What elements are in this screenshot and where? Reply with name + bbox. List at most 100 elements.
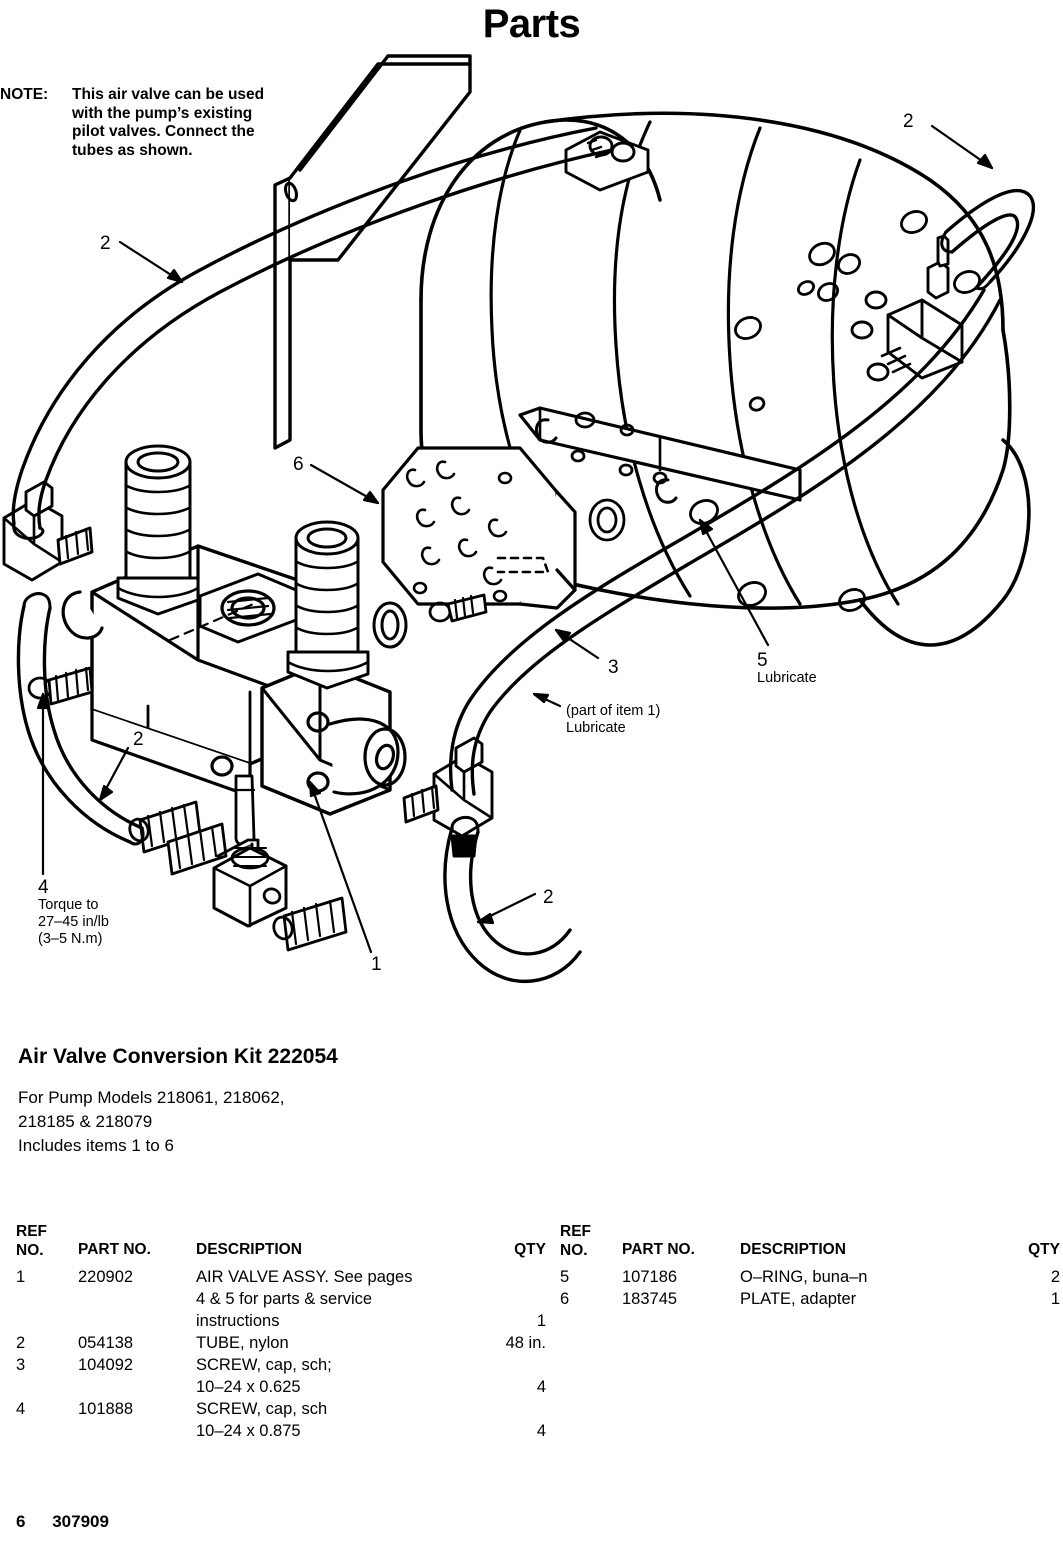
callout-2-upper-left: 2 — [100, 234, 111, 253]
table-row: 3 104092 SCREW, cap, sch; 10–24 x 0.625 … — [16, 1354, 546, 1398]
header-description: DESCRIPTION — [740, 1241, 846, 1258]
cell-qty: 48 in. — [505, 1334, 546, 1352]
table-row: 5 107186 O–RING, buna–n 2 — [560, 1266, 1060, 1288]
footer-document-number: 307909 — [52, 1512, 109, 1531]
parts-table-left-rows: 1 220902 AIR VALVE ASSY. See pages 4 & 5… — [16, 1266, 546, 1442]
cell-ref: 4 — [16, 1400, 26, 1418]
note-label: NOTE: — [0, 86, 49, 103]
cap-screw-item-3 — [428, 593, 488, 623]
cell-ref: 6 — [560, 1290, 570, 1308]
header-description: DESCRIPTION — [196, 1241, 302, 1258]
callout-part-of-item-1-lubricate-note: Lubricate — [566, 720, 626, 736]
cell-qty: 1 — [1050, 1290, 1060, 1308]
cell-ref: 5 — [560, 1268, 570, 1286]
cell-description-line: 10–24 x 0.875 — [196, 1422, 301, 1440]
exploded-view-illustration — [2, 54, 1036, 984]
callout-5-lubricate-note: Lubricate — [757, 670, 817, 686]
cell-description-line: SCREW, cap, sch — [196, 1400, 328, 1418]
callout-leader-lines — [36, 124, 994, 954]
kit-models-line-2: 218185 & 218079 — [18, 1112, 153, 1131]
motor-pilot-valve-fitting — [850, 234, 964, 382]
callout-number: 1 — [371, 954, 382, 975]
parts-table-left: REF NO. PART NO. DESCRIPTION QTY 1 22090… — [16, 1222, 546, 1442]
table-row: 6 183745 PLATE, adapter 1 — [560, 1288, 1060, 1310]
cell-ref: 3 — [16, 1356, 26, 1374]
cell-description-line: TUBE, nylon — [196, 1334, 289, 1352]
callout-number: 2 — [100, 233, 111, 254]
motor-top-fitting — [564, 130, 650, 192]
callout-2-mid-left: 2 — [133, 730, 144, 749]
cell-part-no: 104092 — [78, 1356, 134, 1374]
footer-page-number: 6 — [16, 1512, 26, 1531]
table-row: 2 054138 TUBE, nylon 48 in. — [16, 1332, 546, 1354]
cell-qty: 2 — [1050, 1268, 1060, 1286]
mounting-bracket-shape — [273, 54, 472, 450]
callout-6: 6 — [293, 455, 304, 474]
header-ref-line1: REF — [16, 1223, 47, 1240]
table-row: 1 220902 AIR VALVE ASSY. See pages 4 & 5… — [16, 1266, 546, 1332]
callout-number: 3 — [608, 657, 619, 678]
callout-number: 5 — [757, 650, 768, 671]
parts-diagram: 2 2 6 3 5 Lubricate (part of item 1) Lub… — [2, 54, 1036, 984]
callout-number: 2 — [543, 887, 554, 908]
callout-1: 1 — [371, 955, 382, 974]
torque-line-3: (3–5 N.m) — [38, 931, 103, 947]
air-valve-assembly — [61, 444, 407, 816]
loose-hardware — [128, 774, 348, 952]
header-ref-line1: REF — [560, 1223, 591, 1240]
header-part-no: PART NO. — [78, 1241, 151, 1258]
header-ref-line2: NO. — [560, 1242, 588, 1259]
cell-ref: 1 — [16, 1268, 26, 1286]
callout-4-torque: 4 Torque to 27–45 in/lb (3–5 N.m) — [38, 878, 109, 948]
header-ref-no: REF NO. — [560, 1222, 591, 1260]
parts-table-left-header: REF NO. PART NO. DESCRIPTION QTY — [16, 1222, 546, 1266]
cell-qty: 4 — [536, 1422, 546, 1440]
cell-description-line: instructions — [196, 1312, 280, 1330]
callout-number: 2 — [903, 111, 914, 132]
kit-title: Air Valve Conversion Kit 222054 — [18, 1045, 338, 1068]
header-ref-line2: NO. — [16, 1242, 44, 1259]
cell-qty: 1 — [536, 1312, 546, 1330]
callout-5: 5 Lubricate — [757, 651, 817, 687]
kit-models: For Pump Models 218061, 218062, 218185 &… — [18, 1086, 285, 1158]
callout-2-upper-right: 2 — [903, 112, 914, 131]
cell-part-no: 183745 — [622, 1290, 678, 1308]
torque-line-1: Torque to — [38, 897, 99, 913]
cell-part-no: 101888 — [78, 1400, 134, 1418]
cell-description-line: O–RING, buna–n — [740, 1268, 868, 1286]
note-text: This air valve can be used with the pump… — [72, 86, 265, 159]
pilot-valve-left — [116, 444, 200, 616]
parts-table-right: REF NO. PART NO. DESCRIPTION QTY 5 10718… — [560, 1222, 1060, 1310]
callout-2-lower-right: 2 — [543, 888, 554, 907]
elbow-fitting-left — [2, 480, 94, 582]
callout-number: 4 — [38, 877, 49, 898]
page-title: Parts — [482, 2, 581, 46]
header-part-no: PART NO. — [622, 1241, 695, 1258]
cap-screw-item-4 — [27, 666, 94, 706]
o-ring-item-5 — [372, 601, 408, 649]
kit-includes-line: Includes items 1 to 6 — [18, 1136, 174, 1155]
cell-part-no: 107186 — [622, 1268, 678, 1286]
torque-line-2: 27–45 in/lb — [38, 914, 109, 930]
cell-qty: 4 — [536, 1378, 546, 1396]
callout-number: 6 — [293, 454, 304, 475]
cell-description-line: PLATE, adapter — [740, 1290, 857, 1308]
header-ref-no: REF NO. — [16, 1222, 47, 1260]
cell-description-line: SCREW, cap, sch; — [196, 1356, 332, 1374]
adapter-plate — [381, 446, 577, 610]
cell-part-no: 220902 — [78, 1268, 134, 1286]
header-qty: QTY — [514, 1241, 546, 1258]
kit-models-line-1: For Pump Models 218061, 218062, — [18, 1088, 285, 1107]
nylon-tubes — [11, 126, 1036, 984]
motor-bolt-heads — [534, 210, 981, 612]
cell-part-no: 054138 — [78, 1334, 134, 1352]
parts-table-right-rows: 5 107186 O–RING, buna–n 2 6 183745 PLATE… — [560, 1266, 1060, 1310]
page-footer: 6 307909 — [16, 1512, 109, 1532]
callout-number: 2 — [133, 729, 144, 750]
callout-3: 3 — [608, 658, 619, 677]
callout-part-of-item-1: (part of item 1) Lubricate — [566, 703, 660, 737]
header-qty: QTY — [1028, 1241, 1060, 1258]
cell-description-line: 4 & 5 for parts & service — [196, 1290, 373, 1308]
cell-description-line: 10–24 x 0.625 — [196, 1378, 301, 1396]
